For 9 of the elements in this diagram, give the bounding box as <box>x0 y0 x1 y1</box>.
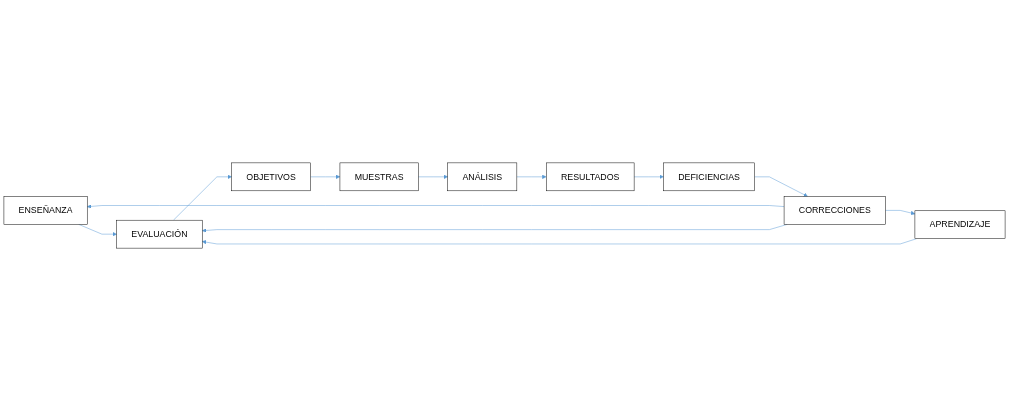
node-box: CORRECCIONES <box>783 196 886 225</box>
node-box: EVALUACIÓN <box>116 219 203 249</box>
node-box: RESULTADOS <box>546 162 635 192</box>
node-box: ENSEÑANZA <box>3 196 88 225</box>
node-box: ANÁLISIS <box>447 162 518 192</box>
node-box: APRENDIZAJE <box>914 210 1006 239</box>
node-box: DEFICIENCIAS <box>663 162 755 192</box>
node-box: OBJETIVOS <box>231 162 311 192</box>
node-box: MUESTRAS <box>339 162 419 192</box>
